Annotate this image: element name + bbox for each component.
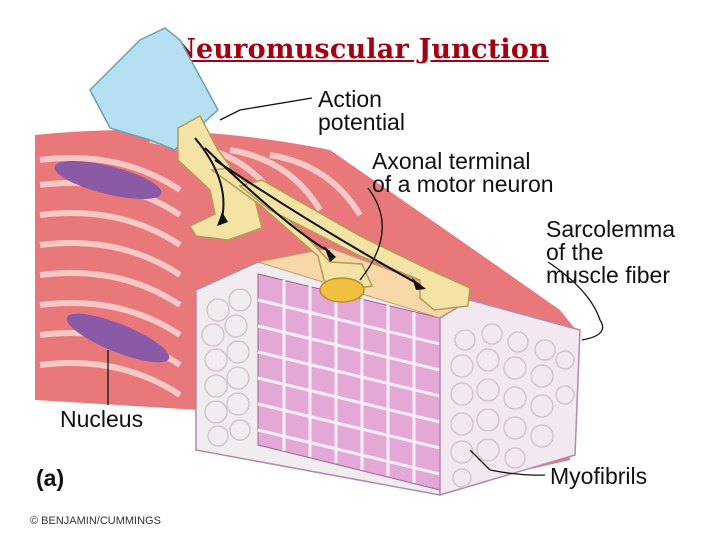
myofibrils-label: Myofibrils [550, 463, 648, 489]
action-potential-arrows [194, 137, 421, 286]
action-potential-label: Action potential [318, 86, 405, 135]
leader-lines [107, 97, 604, 476]
slide-title: Neuromuscular Junction [171, 34, 549, 65]
nucleus-top [54, 160, 162, 200]
panel-label: (a) [36, 465, 65, 491]
terminal-highlight [319, 277, 365, 303]
nucleus-label: Nucleus [60, 406, 144, 432]
credit-text: © BENJAMIN/CUMMINGS [30, 515, 161, 527]
fiber-cross-section [195, 247, 581, 497]
axonal-terminal-label: Axonal terminal of a motor neuron [372, 148, 554, 197]
sarcolemma-label: Sarcolemma of the muscle fiber [546, 216, 676, 288]
nucleus-bottom [66, 313, 170, 363]
